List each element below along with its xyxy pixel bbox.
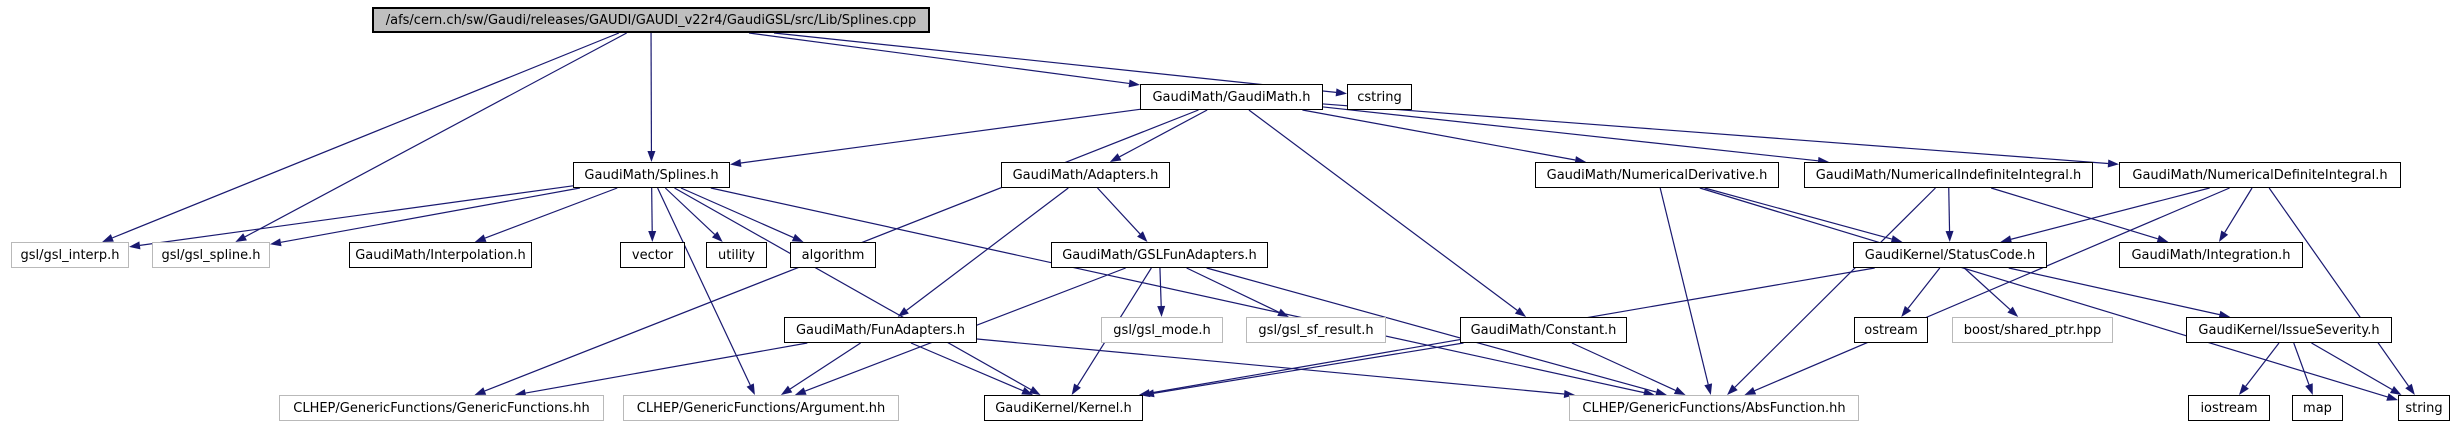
- edge-constant-absfunction: [1571, 342, 1686, 395]
- graph-node-boost: boost/shared_ptr.hpp: [1952, 317, 2113, 343]
- edge-numder-absfunction: [1659, 187, 1713, 395]
- graph-node-cstring: cstring: [1347, 84, 1412, 110]
- graph-node-gslfun[interactable]: GaudiMath/GSLFunAdapters.h: [1051, 242, 1268, 268]
- edge-gaudimath-adapters: [1109, 109, 1208, 162]
- edge-gaudimath-splines_h: [730, 108, 1141, 167]
- edge-splines_h-utility: [664, 187, 723, 242]
- graph-node-constant[interactable]: GaudiMath/Constant.h: [1460, 317, 1627, 343]
- graph-node-interpolation[interactable]: GaudiMath/Interpolation.h: [349, 242, 532, 268]
- edge-numdef-statuscode: [2000, 187, 2210, 244]
- edge-splines_h-gsl_interp: [129, 185, 574, 250]
- edge-numder-statuscode: [1704, 187, 1903, 243]
- graph-node-ostream: ostream: [1854, 317, 1928, 343]
- edge-numindef-absfunction: [1727, 187, 1936, 395]
- graph-node-string: string: [2398, 395, 2450, 421]
- graph-node-vector: vector: [620, 242, 685, 268]
- graph-node-issueseverity[interactable]: GaudiKernel/IssueSeverity.h: [2186, 317, 2392, 343]
- edge-root-gaudimath: [748, 32, 1140, 88]
- edge-numindef-statuscode: [1945, 187, 1954, 242]
- graph-node-statuscode[interactable]: GaudiKernel/StatusCode.h: [1853, 242, 2047, 268]
- graph-node-argument: CLHEP/GenericFunctions/Argument.hh: [623, 395, 899, 421]
- edge-issueseverity-map: [2293, 342, 2313, 395]
- edge-splines_h-argument: [657, 187, 755, 395]
- graph-node-gsl_spline: gsl/gsl_spline.h: [152, 242, 270, 268]
- edge-root-cstring: [773, 32, 1347, 97]
- graph-node-genericfunctions: CLHEP/GenericFunctions/GenericFunctions.…: [279, 395, 604, 421]
- edge-numdef-string: [2268, 187, 2415, 395]
- edge-splines_h-kernel: [674, 187, 1041, 395]
- edge-numder-string: [1699, 187, 2398, 401]
- edge-numindef-integration: [1990, 187, 2169, 243]
- edge-funadapters-argument: [780, 342, 861, 395]
- edge-root-gsl_interp: [102, 32, 620, 242]
- graph-node-numder[interactable]: GaudiMath/NumericalDerivative.h: [1535, 162, 1779, 188]
- graph-node-numdef[interactable]: GaudiMath/NumericalDefiniteIntegral.h: [2119, 162, 2401, 188]
- edge-gaudimath-numdef: [1322, 103, 2119, 168]
- edge-issueseverity-iostream: [2239, 342, 2280, 395]
- edge-numdef-integration: [2218, 187, 2253, 242]
- edge-splines_h-interpolation: [474, 187, 618, 242]
- edge-statuscode-boost: [1963, 267, 2019, 317]
- edge-splines_h-vector: [648, 187, 657, 242]
- edge-gaudimath-constant: [1248, 109, 1527, 317]
- graph-node-integration[interactable]: GaudiMath/Integration.h: [2119, 242, 2303, 268]
- graph-node-gsl_sf_result: gsl/gsl_sf_result.h: [1246, 317, 1386, 343]
- edge-adapters-gslfun: [1097, 187, 1148, 242]
- edge-issueseverity-string: [2311, 342, 2402, 395]
- edge-gaudimath-numder: [1302, 109, 1587, 164]
- edge-splines_h-algorithm: [680, 187, 804, 242]
- graph-node-gaudimath[interactable]: GaudiMath/GaudiMath.h: [1140, 84, 1323, 110]
- graph-node-adapters[interactable]: GaudiMath/Adapters.h: [1001, 162, 1170, 188]
- edge-statuscode-ostream: [1901, 267, 1941, 317]
- graph-node-funadapters[interactable]: GaudiMath/FunAdapters.h: [784, 317, 977, 343]
- graph-node-numindef[interactable]: GaudiMath/NumericalIndefiniteIntegral.h: [1804, 162, 2093, 188]
- graph-node-map: map: [2292, 395, 2343, 421]
- edge-numdef-absfunction: [1744, 187, 2230, 395]
- graph-node-kernel[interactable]: GaudiKernel/Kernel.h: [984, 395, 1143, 421]
- edge-root-splines_h: [647, 32, 656, 162]
- graph-node-iostream: iostream: [2188, 395, 2270, 421]
- edge-gslfun-gsl_mode: [1157, 267, 1166, 317]
- graph-node-gsl_mode: gsl/gsl_mode.h: [1101, 317, 1223, 343]
- graph-node-absfunction: CLHEP/GenericFunctions/AbsFunction.hh: [1569, 395, 1859, 421]
- graph-node-algorithm: algorithm: [790, 242, 876, 268]
- edge-adapters-funadapters: [897, 187, 1069, 317]
- edge-funadapters-absfunction: [976, 338, 1576, 398]
- edge-gslfun-gsl_sf_result: [1186, 267, 1289, 317]
- edge-splines_h-absfunction: [710, 187, 1655, 397]
- edge-statuscode-issueseverity: [2008, 267, 2231, 319]
- edge-gslfun-absfunction: [1206, 267, 1667, 396]
- graph-node-splines_h[interactable]: GaudiMath/Splines.h: [573, 162, 730, 188]
- edge-funadapters-genericfunctions: [514, 342, 808, 398]
- edge-splines_h-gsl_spline: [270, 187, 581, 247]
- edge-funadapters-kernel: [910, 342, 1033, 395]
- graph-node-root: /afs/cern.ch/sw/Gaudi/releases/GAUDI/GAU…: [372, 7, 930, 33]
- edge-root-gsl_spline: [235, 32, 627, 242]
- graph-node-gsl_interp: gsl/gsl_interp.h: [11, 242, 129, 268]
- graph-node-utility: utility: [706, 242, 767, 268]
